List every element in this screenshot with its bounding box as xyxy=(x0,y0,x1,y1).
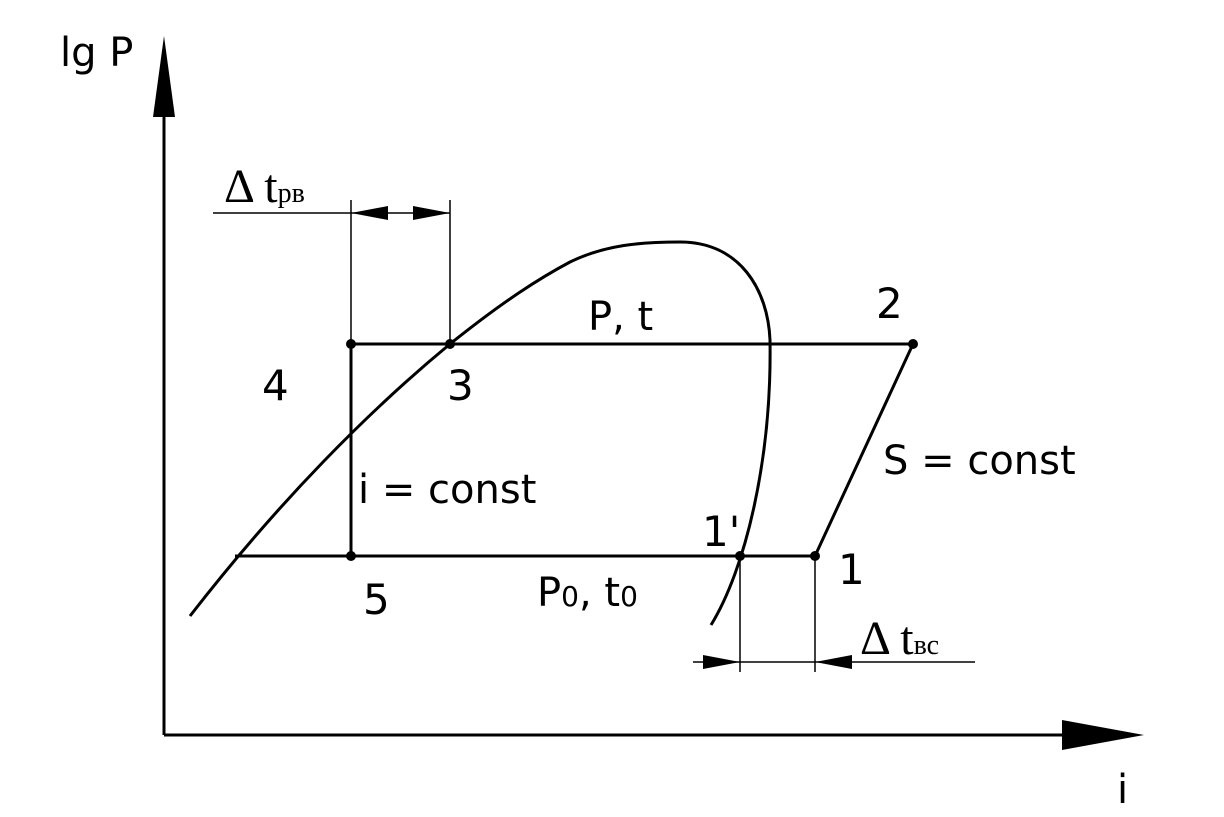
x-axis-arrow-icon xyxy=(1062,720,1144,750)
isenthalpic-label: i = const xyxy=(358,467,536,513)
saturation-curve xyxy=(188,240,772,626)
point-2-dot xyxy=(908,339,918,349)
isentropic-label: S = const xyxy=(883,438,1076,484)
low-pressure-label: P0, t0 xyxy=(537,570,638,616)
y-axis-arrow-icon xyxy=(153,36,175,117)
point-3-label: 3 xyxy=(447,361,474,410)
subcooling-label: Δ tрв xyxy=(224,160,305,213)
point-1-label: 1 xyxy=(838,545,865,594)
point-2-label: 2 xyxy=(876,279,903,328)
superheat-arrow-left-icon xyxy=(703,655,740,669)
isentropic-line xyxy=(813,343,915,557)
point-1-prime-label: 1' xyxy=(702,507,740,556)
point-5-label: 5 xyxy=(363,575,390,624)
point-5-dot xyxy=(346,551,356,561)
superheat-arrow-right-icon xyxy=(815,655,852,669)
high-pressure-label: P, t xyxy=(588,294,653,340)
x-axis-label: i xyxy=(1117,767,1128,813)
superheat-label: Δ tвс xyxy=(860,612,939,665)
point-4-label: 4 xyxy=(262,361,289,410)
subcool-arrow-right-icon xyxy=(413,206,450,220)
y-axis-label: lg P xyxy=(60,30,133,76)
subcool-arrow-left-icon xyxy=(351,206,388,220)
